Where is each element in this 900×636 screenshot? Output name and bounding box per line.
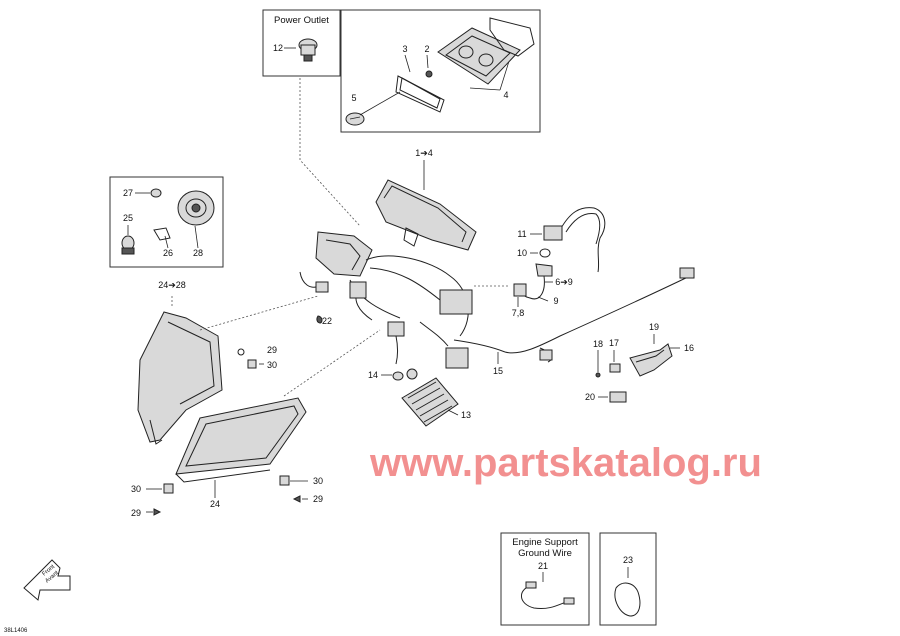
headlight-fasteners: 29 30 30 29 30 29 [131, 345, 323, 518]
gauge-cap-part [345, 91, 401, 126]
callout-11: 11 [517, 229, 526, 239]
callout-15: 15 [493, 366, 503, 376]
gauge-screw-part [425, 70, 433, 78]
callout-18: 18 [593, 339, 603, 349]
voltage-regulator-part [401, 377, 459, 427]
callout-23: 23 [623, 555, 633, 565]
callout-20: 20 [585, 392, 595, 402]
callout-2: 2 [424, 44, 429, 54]
callout-29-top: 29 [267, 345, 277, 355]
callout-19: 19 [649, 322, 659, 332]
gauge-seal-part [489, 17, 535, 57]
headlight-bulb-box: 27 25 26 28 [109, 176, 224, 268]
bulb-clip-part [153, 227, 171, 241]
bulb-housing-part [177, 190, 215, 226]
callout-22: 22 [322, 316, 332, 326]
bracket-clip-part [609, 391, 627, 403]
callout-13: 13 [461, 410, 471, 420]
callout-29-right: 29 [313, 494, 323, 504]
callout-3: 3 [402, 44, 407, 54]
switch-harness-part [513, 207, 606, 300]
callout-17: 17 [609, 338, 619, 348]
callout-30-left: 30 [131, 484, 141, 494]
callout-10: 10 [517, 248, 527, 258]
power-outlet-box: Power Outlet 12 [262, 9, 341, 77]
power-outlet-title: Power Outlet [274, 15, 329, 26]
callout-24-28: 24➔28 [158, 280, 186, 290]
callout-26: 26 [163, 248, 173, 258]
callout-24: 24 [210, 499, 220, 509]
gauge-cluster-box: 3 2 4 5 [340, 9, 541, 133]
callout-29-left: 29 [131, 508, 141, 518]
gasket-ring-part [614, 582, 641, 617]
ground-wire-box: Engine Support Ground Wire 21 [500, 532, 590, 626]
headlight-lens-part [175, 397, 307, 483]
headlight-bulb-part [121, 235, 135, 255]
callout-5: 5 [351, 93, 356, 103]
bracket-nut-part [609, 363, 621, 373]
callout-16: 16 [684, 343, 694, 353]
ground-wire-title-line2: Ground Wire [518, 548, 572, 559]
bracket-part [629, 343, 673, 377]
bracket-screw-part [595, 372, 601, 378]
reference-lines [171, 78, 510, 397]
callout-1-4: 1➔4 [415, 148, 433, 158]
diagram-code: 38L1406 [4, 628, 28, 634]
callout-28: 28 [193, 248, 203, 258]
callout-21: 21 [538, 561, 548, 571]
callout-7-8: 7,8 [512, 308, 525, 318]
item-23-box: 23 [599, 532, 657, 626]
callout-4: 4 [503, 90, 508, 100]
ground-wire-title-line1: Engine Support [512, 537, 578, 548]
headlight-housing-part [137, 311, 223, 445]
ground-wire-part [521, 581, 575, 609]
front-arrow-icon: Front Avant [23, 559, 71, 601]
callout-12: 12 [273, 43, 283, 53]
bulb-small-part [150, 188, 162, 198]
gauge-assembled-part [375, 179, 477, 251]
callout-30-right: 30 [313, 476, 323, 486]
wiring-harness-part [299, 231, 695, 369]
power-outlet-part [298, 38, 318, 62]
callout-9: 9 [553, 296, 558, 306]
regulator-fasteners: 14 [368, 368, 418, 381]
gauge-main-part [437, 27, 521, 85]
callout-25: 25 [123, 213, 133, 223]
callout-6-9: 6➔9 [555, 277, 573, 287]
callout-27: 27 [123, 188, 133, 198]
watermark: www.partskatalog.ru [369, 441, 762, 485]
grease-drop-icon [316, 315, 323, 324]
gauge-gasket-part [395, 75, 445, 113]
callout-30-top: 30 [267, 360, 277, 370]
callout-14: 14 [368, 370, 378, 380]
